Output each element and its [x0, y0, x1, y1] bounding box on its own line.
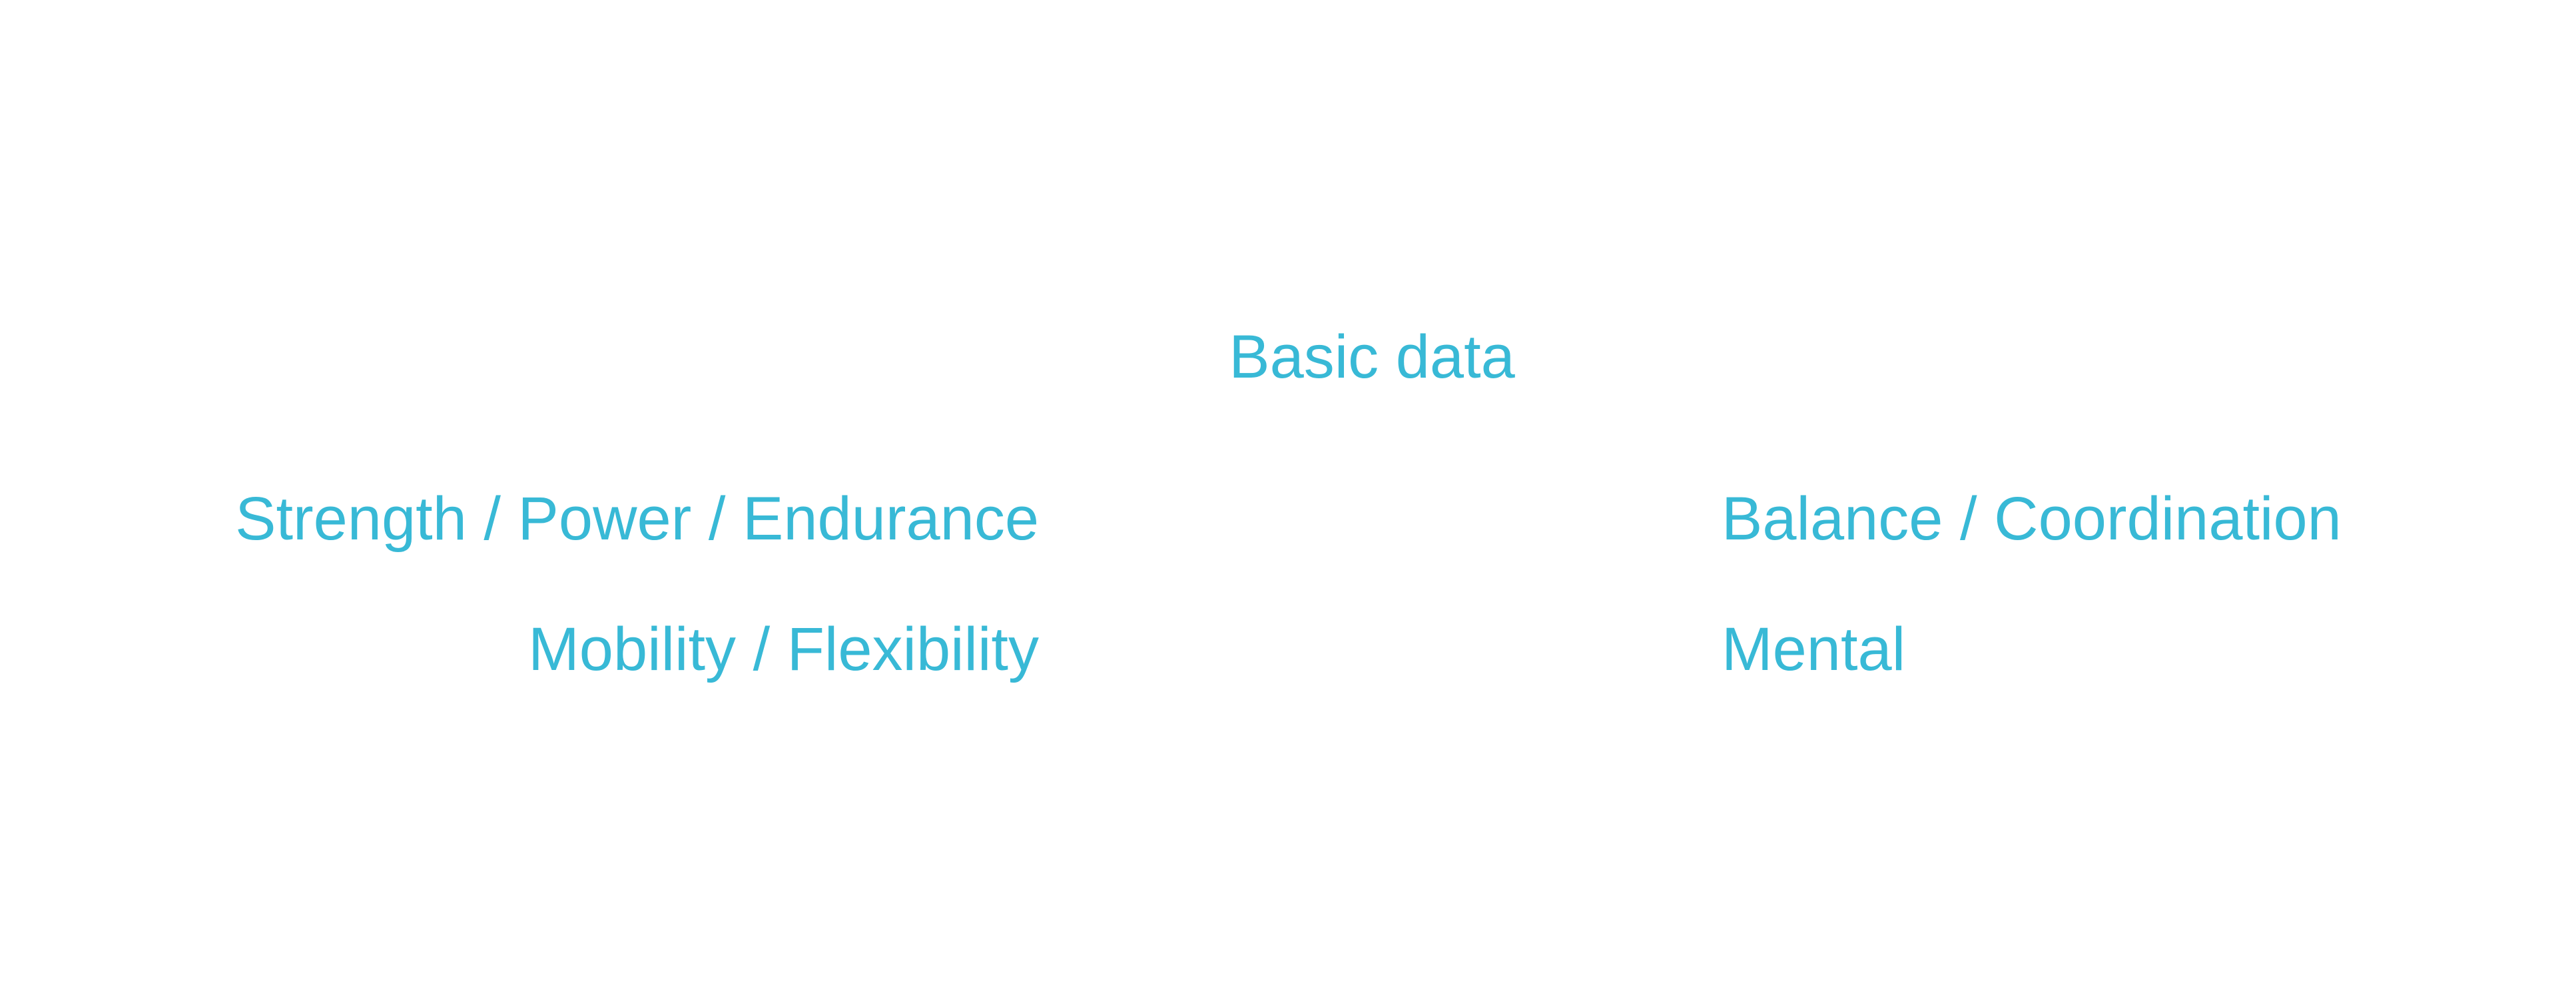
basic-data-label: Basic data — [1229, 323, 1515, 391]
strength-power-endurance-label: Strength / Power / Endurance — [235, 485, 1039, 553]
mobility-flexibility-label: Mobility / Flexibility — [528, 615, 1039, 683]
balance-coordination-label: Balance / Coordination — [1722, 485, 2342, 553]
mental-label: Mental — [1722, 615, 1906, 683]
